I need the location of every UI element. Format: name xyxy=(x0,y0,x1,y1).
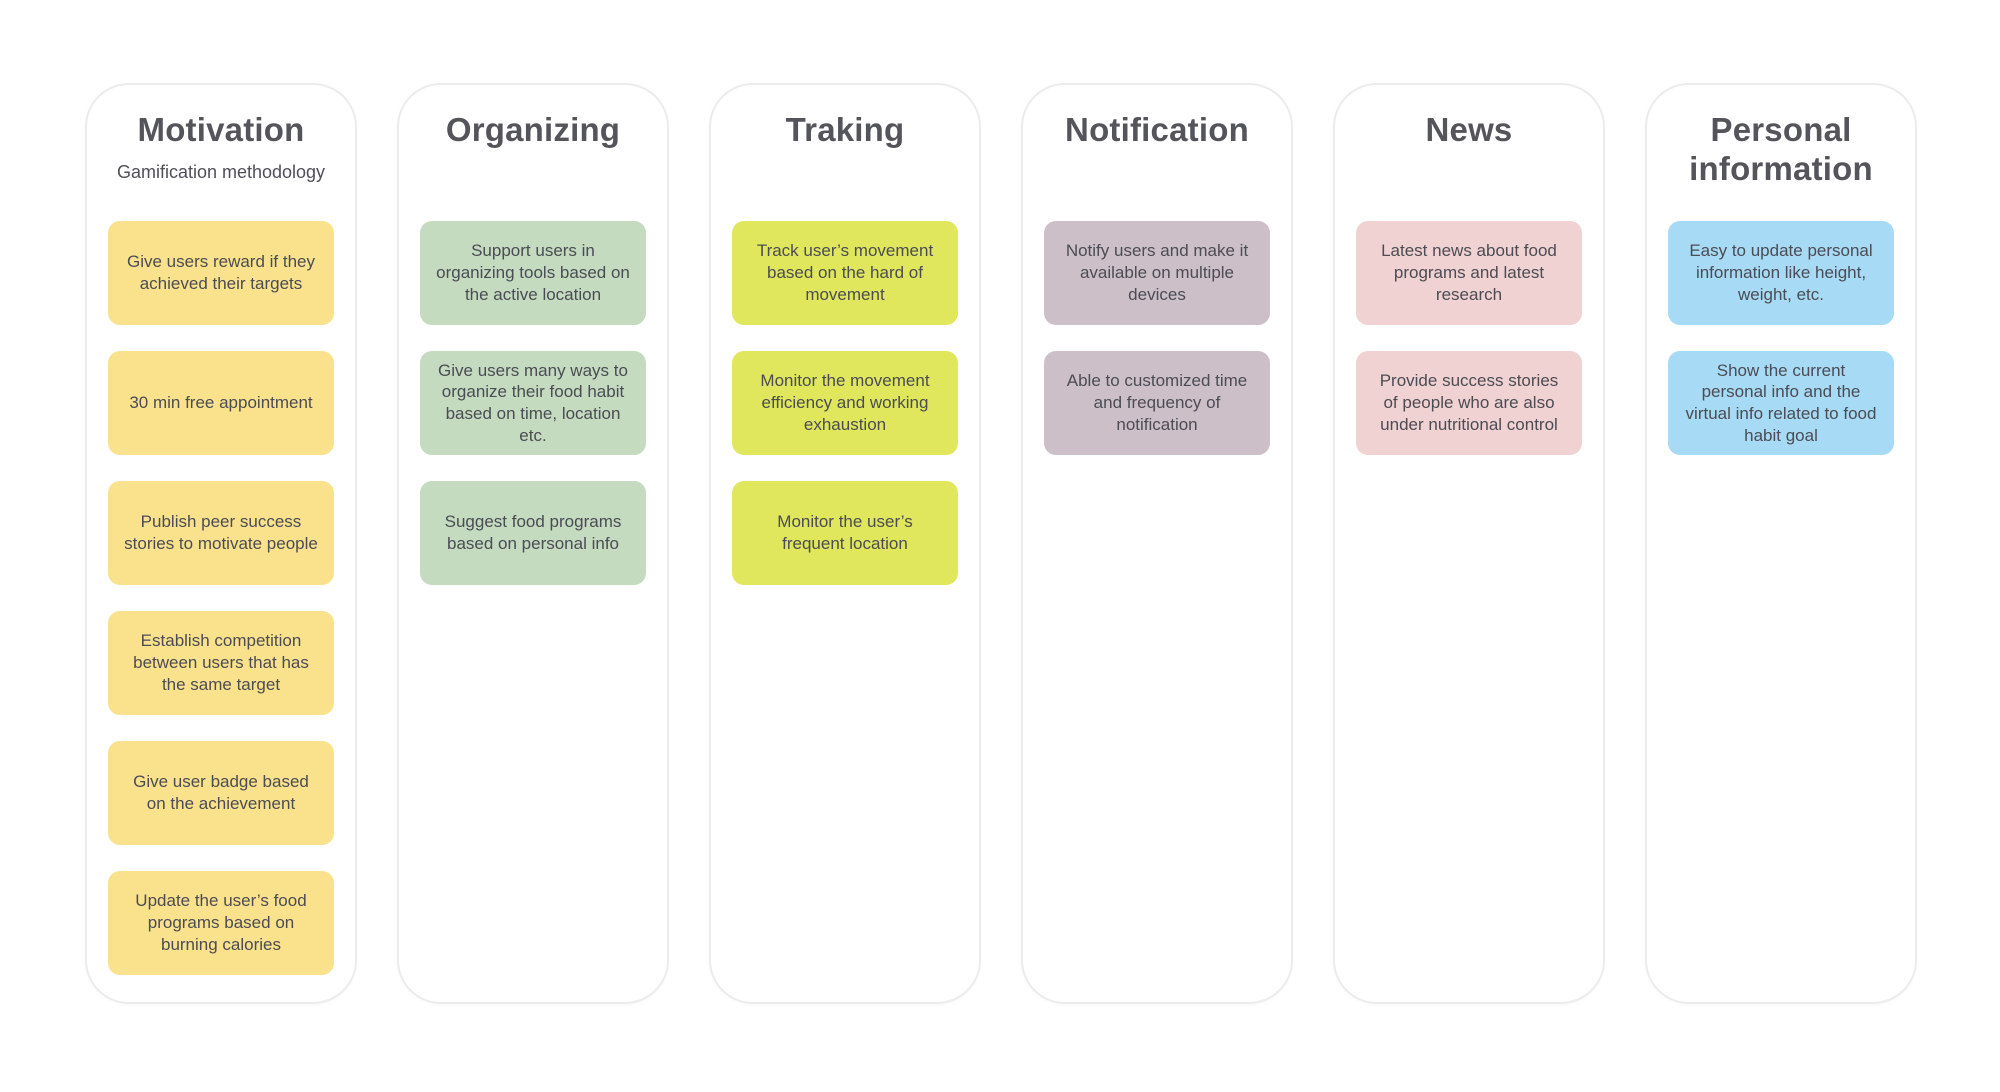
sticky-note[interactable]: Able to customized time and frequency of… xyxy=(1044,351,1270,455)
card-list: Easy to update personal information like… xyxy=(1668,221,1894,481)
sticky-note[interactable]: Show the current personal info and the v… xyxy=(1668,351,1894,455)
card-list: Latest news about food programs and late… xyxy=(1356,221,1582,481)
sticky-note[interactable]: 30 min free appointment xyxy=(108,351,334,455)
sticky-note[interactable]: Establish competition between users that… xyxy=(108,611,334,715)
column-title: Personal information xyxy=(1689,111,1873,187)
column-title: Motivation xyxy=(137,111,305,148)
sticky-note[interactable]: Support users in organizing tools based … xyxy=(420,221,646,325)
sticky-note[interactable]: Suggest food programs based on personal … xyxy=(420,481,646,585)
sticky-note[interactable]: Notify users and make it available on mu… xyxy=(1044,221,1270,325)
sticky-note[interactable]: Give user badge based on the achievement xyxy=(108,741,334,845)
card-list: Track user’s movement based on the hard … xyxy=(732,221,958,611)
sticky-note[interactable]: Publish peer success stories to motivate… xyxy=(108,481,334,585)
sticky-note[interactable]: Give users many ways to organize their f… xyxy=(420,351,646,455)
column-title: News xyxy=(1425,111,1513,148)
sticky-note[interactable]: Update the user’s food programs based on… xyxy=(108,871,334,975)
sticky-note[interactable]: Latest news about food programs and late… xyxy=(1356,221,1582,325)
column-title: Organizing xyxy=(445,111,621,148)
column-subtitle: Gamification methodology xyxy=(116,161,326,182)
sticky-note[interactable]: Monitor the movement efficiency and work… xyxy=(732,351,958,455)
column-header: Notification xyxy=(1023,111,1291,150)
column-header: Personal information xyxy=(1647,111,1915,189)
column-title: Notification xyxy=(1065,111,1249,148)
column-header: News xyxy=(1335,111,1603,150)
sticky-note[interactable]: Track user’s movement based on the hard … xyxy=(732,221,958,325)
card-list: Notify users and make it available on mu… xyxy=(1044,221,1270,481)
card-list: Support users in organizing tools based … xyxy=(420,221,646,611)
sticky-note[interactable]: Easy to update personal information like… xyxy=(1668,221,1894,325)
card-list: Give users reward if they achieved their… xyxy=(108,221,334,1001)
sticky-note[interactable]: Provide success stories of people who ar… xyxy=(1356,351,1582,455)
column-header: Traking xyxy=(711,111,979,150)
sticky-note[interactable]: Give users reward if they achieved their… xyxy=(108,221,334,325)
column-header: Organizing xyxy=(399,111,667,150)
sticky-note[interactable]: Monitor the user’s frequent location xyxy=(732,481,958,585)
column-title: Traking xyxy=(785,111,905,148)
